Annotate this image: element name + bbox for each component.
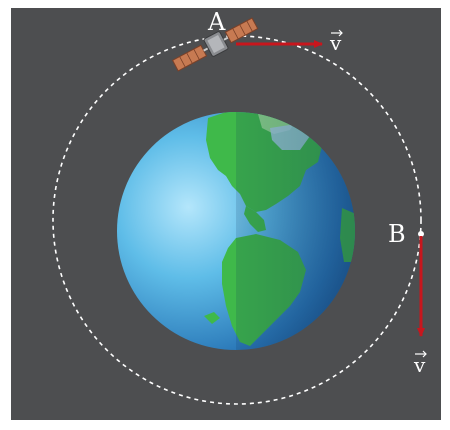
- satellite-panel-right: [224, 17, 259, 44]
- point-b-label: B: [388, 220, 406, 248]
- small-island: [204, 312, 220, 324]
- satellite-icon: [171, 17, 259, 72]
- vector-arrow-tip-b: [422, 350, 427, 358]
- vector-arrow-tip-a: [338, 29, 343, 37]
- velocity-label-b: v: [413, 353, 426, 377]
- point-b-marker: [418, 231, 424, 237]
- velocity-label-a: v: [329, 31, 342, 55]
- point-a-label: A: [207, 8, 226, 36]
